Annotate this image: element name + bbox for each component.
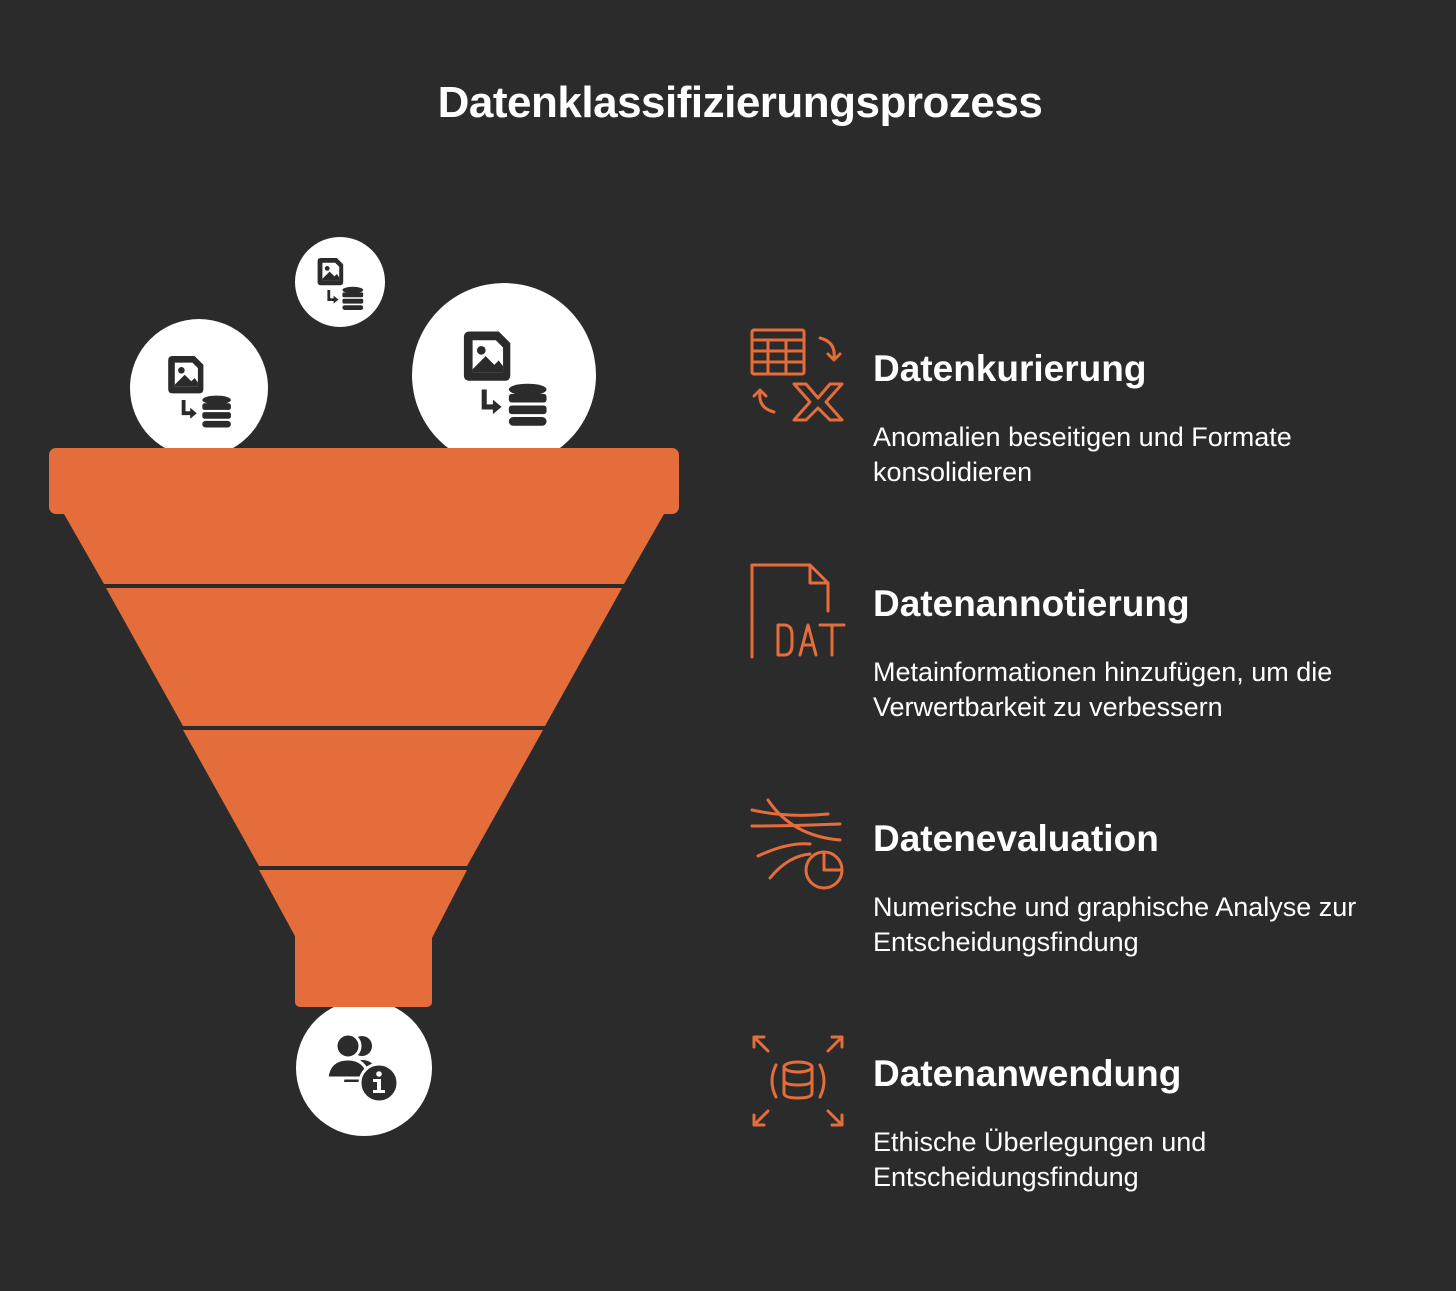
step-title: Datenkurierung <box>873 348 1147 389</box>
funnel-rim <box>49 448 679 514</box>
step-title: Datenanwendung <box>873 1053 1182 1094</box>
step-description: Ethische Überlegungen und Entscheidungsf… <box>873 1127 1207 1192</box>
data-analysis-icon <box>750 798 844 890</box>
table-transform-icon <box>750 328 844 422</box>
step-title: Datenevaluation <box>873 818 1159 859</box>
step-datenannotierung: Datenannotierung Metainformationen hinzu… <box>748 561 1428 731</box>
step-title: Datenannotierung <box>873 583 1190 624</box>
step-datenevaluation: Datenevaluation Numerische und graphisch… <box>748 796 1428 966</box>
funnel-spout <box>295 930 432 1007</box>
funnel-stage-3 <box>183 730 543 866</box>
step-description: Anomalien beseitigen und Formate konsoli… <box>873 422 1292 487</box>
database-expand-icon <box>752 1035 844 1127</box>
step-description: Metainformationen hinzufügen, um die Ver… <box>873 657 1333 722</box>
funnel-stage-4 <box>259 870 467 938</box>
users-info-icon <box>325 1032 400 1104</box>
step-description: Numerische und graphische Analyse zur En… <box>873 892 1357 957</box>
step-datenanwendung: Datenanwendung Ethische Überlegungen und… <box>748 1031 1428 1201</box>
page-title: Datenklassifizierungsprozess <box>437 78 1043 127</box>
funnel-stage-2 <box>106 588 622 726</box>
funnel-stage-1 <box>64 514 664 584</box>
dat-file-icon <box>750 563 846 659</box>
step-datenkurierung: Datenkurierung Anomalien beseitigen und … <box>748 326 1428 496</box>
